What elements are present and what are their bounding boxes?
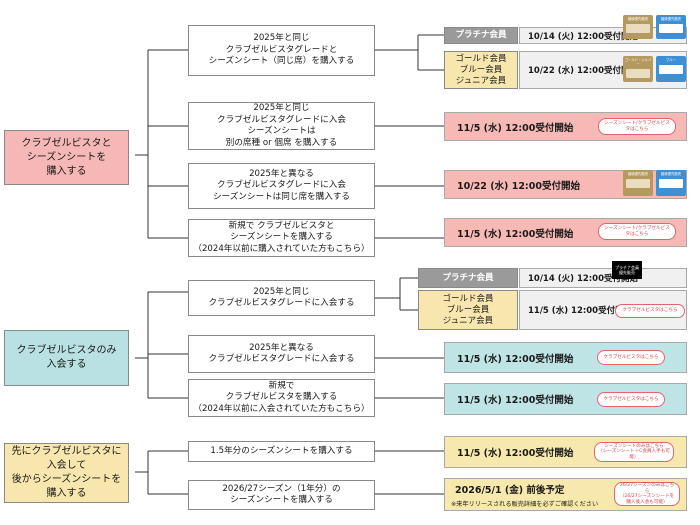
- season-2026-27-link-button[interactable]: 26/27シーズンのみはこちら （26/27シーズンシートを 購入後入会も可能）: [614, 482, 680, 506]
- result-platinum-date-2: 10/14 (火) 12:00受付開始: [519, 268, 687, 288]
- blue-renewal-banner-3[interactable]: 継続優先販売: [656, 170, 686, 196]
- condition-season-2026-27: 2026/27シーズン（1年分）の シーズンシートを購入する: [188, 480, 375, 510]
- season-club-link-button-2[interactable]: シーズンシート/クラブゼルビスタはこちら: [598, 223, 676, 240]
- category-club-then-season: 先にクラブゼルビスタに 入会して 後からシーズンシートを 購入する: [4, 443, 129, 503]
- condition-club-diff-grade: 2025年と異なる クラブゼルビスタグレードに入会する: [188, 335, 375, 373]
- gold-renewal-banner[interactable]: 継続優先販売: [623, 15, 653, 39]
- condition-same-grade-other-seat: 2025年と同じ クラブゼルビスタグレードに入会 シーズンシートは 別の席種 o…: [188, 102, 375, 150]
- tier-platinum-2: プラチナ会員: [418, 268, 518, 288]
- condition-same-grade-same-seat: 2025年と同じ クラブゼルビスタグレードと シーズンシート（同じ席）を購入する: [188, 25, 375, 76]
- condition-club-same-grade: 2025年と同じ クラブゼルビスタグレードに入会する: [188, 280, 375, 316]
- gold-renewal-banner-3[interactable]: 継続優先販売: [623, 170, 653, 196]
- tier-gold-blue-junior-2: ゴールド会員 ブルー会員 ジュニア会員: [418, 290, 518, 330]
- tier-gold-blue-junior: ゴールド会員 ブルー会員 ジュニア会員: [444, 51, 518, 89]
- result-note: ※来年リリースされる販売詳細を必ずご確認ください: [451, 500, 599, 508]
- club-link-button-3[interactable]: クラブゼルビスタはこちら: [597, 392, 665, 407]
- condition-season-1-5-years: 1.5年分のシーズンシートを購入する: [188, 441, 375, 462]
- season-only-link-button[interactable]: シーズンシートのみはこちら （シーズンシート＋C会員入手も可能）: [594, 442, 674, 462]
- club-link-button-2[interactable]: クラブゼルビスタはこちら: [597, 350, 665, 365]
- condition-diff-grade-same-seat: 2025年と異なる クラブゼルビスタグレードに入会 シーズンシートは同じ席を購入…: [188, 163, 375, 209]
- category-club-only: クラブゼルビスタのみ 入会する: [4, 330, 129, 386]
- gold-renewal-banner-2[interactable]: ゴールド・シルバー: [623, 56, 653, 82]
- platinum-priority-badge[interactable]: プラチナ会員 優先販売: [612, 261, 642, 279]
- blue-renewal-banner[interactable]: 継続優先販売: [656, 15, 686, 39]
- condition-new-club-and-season: 新規で クラブゼルビスタと シーズンシートを購入する （2024年以前に購入され…: [188, 219, 375, 257]
- result-11-5-a: 11/5 (水) 12:00受付開始: [444, 112, 687, 141]
- season-club-link-button[interactable]: シーズンシート/クラブゼルビスタはこちら: [598, 118, 676, 135]
- category-season-and-club: クラブゼルビスタと シーズンシートを 購入する: [4, 130, 129, 185]
- blue-renewal-banner-2[interactable]: ブルー: [656, 56, 686, 82]
- tier-platinum: プラチナ会員: [444, 27, 518, 44]
- condition-club-new: 新規で クラブゼルビスタを購入する （2024年以前に入会されていた方もこちら）: [188, 379, 375, 417]
- club-link-button[interactable]: クラブゼルビスタはこちら: [615, 304, 685, 318]
